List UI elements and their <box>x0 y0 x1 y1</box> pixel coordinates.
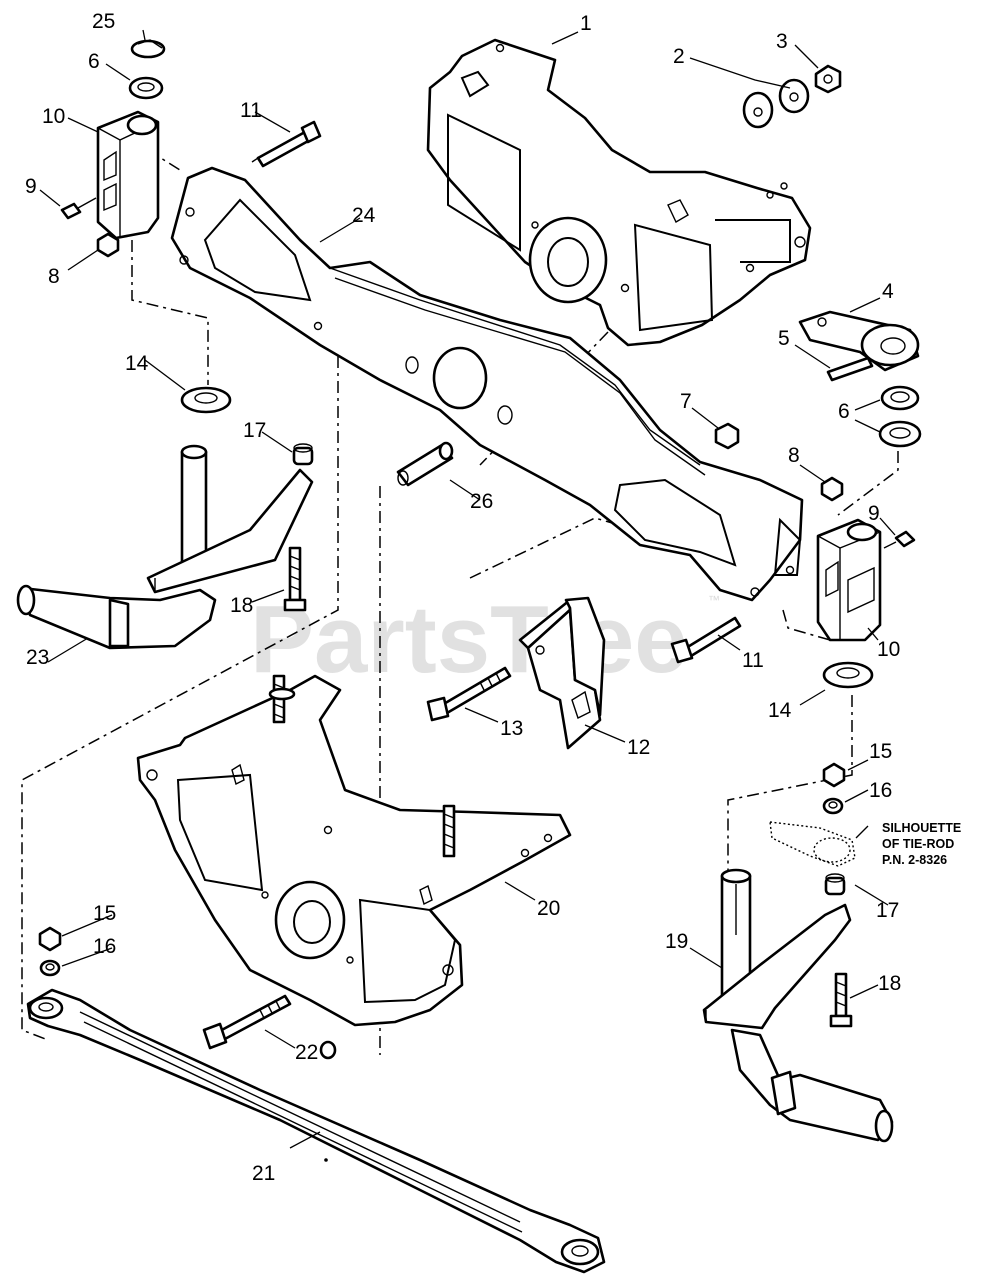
part-nut-15-right <box>822 762 846 788</box>
callout-11-right: 11 <box>742 649 764 672</box>
part-spindle-left <box>16 444 314 650</box>
part-bolt-9-left <box>60 197 97 220</box>
part-thrust-washer-right <box>822 661 874 689</box>
part-bolt-13 <box>426 666 512 722</box>
callout-6-left: 6 <box>88 50 100 73</box>
callout-15-right: 15 <box>869 740 892 763</box>
callout-10-right: 10 <box>877 638 900 661</box>
callout-26: 26 <box>470 490 493 513</box>
part-nut-15-left <box>38 926 62 952</box>
part-bolt-18-right <box>829 972 853 1028</box>
silhouette-note-line-1: SILHOUETTE <box>882 821 961 835</box>
callout-14-left: 14 <box>125 352 149 375</box>
part-tie-rod <box>26 988 606 1274</box>
part-washers <box>742 78 810 129</box>
part-washer-6-right <box>878 385 922 448</box>
callout-15-left: 15 <box>93 902 116 925</box>
part-roll-pin <box>826 356 874 382</box>
callout-7: 7 <box>680 390 692 413</box>
part-nut-7 <box>714 422 740 450</box>
silhouette-note: SILHOUETTE OF TIE-ROD P.N. 2-8326 <box>882 821 961 867</box>
part-frame-bracket-upper <box>426 38 812 347</box>
part-bolt-18-left <box>283 546 307 612</box>
leader-lines <box>39 29 896 1149</box>
silhouette-note-line-3: P.N. 2-8326 <box>882 853 947 867</box>
callout-5: 5 <box>778 327 790 350</box>
part-mounting-bracket <box>518 596 606 750</box>
watermark: PartsTree <box>250 586 688 693</box>
part-bushing-17-left <box>292 443 314 466</box>
part-clip-25 <box>130 39 166 59</box>
callout-22: 22 <box>295 1041 318 1064</box>
part-nut <box>814 64 842 94</box>
callout-13: 13 <box>500 717 523 740</box>
part-spindle-right <box>702 868 894 1143</box>
callout-24: 24 <box>352 204 376 227</box>
part-nut-8-left <box>96 232 120 258</box>
part-washer-6-left <box>128 76 164 100</box>
callout-21: 21 <box>252 1162 275 1185</box>
part-bolt-11-left <box>251 120 322 168</box>
part-frame-bracket-lower <box>136 674 572 1027</box>
part-spindle-bracket-left <box>96 110 160 240</box>
part-studs <box>268 674 456 858</box>
callout-17-right: 17 <box>876 899 899 922</box>
callout-20: 20 <box>537 897 560 920</box>
callout-14-right: 14 <box>768 699 792 722</box>
callout-18-left: 18 <box>230 594 253 617</box>
part-bolt-11-right <box>670 616 742 664</box>
part-bolt-9-right <box>883 530 916 549</box>
part-washer-16-right <box>822 797 844 815</box>
callout-6-right: 6 <box>838 400 850 423</box>
callout-23: 23 <box>26 646 49 669</box>
callout-8-right: 8 <box>788 444 800 467</box>
callout-18-right: 18 <box>878 972 901 995</box>
part-steering-arm <box>798 310 920 372</box>
callout-2: 2 <box>673 45 685 68</box>
callout-10-left: 10 <box>42 105 65 128</box>
watermark-trademark: ™ <box>708 593 720 607</box>
part-washer-16-left <box>39 959 61 977</box>
part-bushing-17-right <box>824 873 846 896</box>
part-front-axle <box>170 166 804 602</box>
silhouette-note-line-2: OF TIE-ROD <box>882 837 954 851</box>
part-bolt-22 <box>202 994 337 1060</box>
tie-rod-silhouette <box>769 821 856 867</box>
callout-9-right: 9 <box>868 502 880 525</box>
callout-17-left: 17 <box>243 419 266 442</box>
part-pivot-tube <box>396 441 454 487</box>
callout-16-right: 16 <box>869 779 892 802</box>
callout-25: 25 <box>92 10 115 33</box>
callout-9-left: 9 <box>25 175 37 198</box>
callout-3: 3 <box>776 30 788 53</box>
callout-16-left: 16 <box>93 935 116 958</box>
part-spindle-bracket-right <box>816 518 882 642</box>
part-nut-8-right <box>820 476 844 502</box>
callout-12: 12 <box>627 736 650 759</box>
callout-1: 1 <box>580 12 592 35</box>
callout-11-left: 11 <box>240 99 262 122</box>
part-thrust-washer-left <box>180 386 232 414</box>
callout-19: 19 <box>665 930 688 953</box>
callout-8-left: 8 <box>48 265 60 288</box>
callout-4: 4 <box>882 280 894 303</box>
callout-labels: 1 2 3 4 5 6 6 7 8 8 9 9 10 10 11 11 12 1… <box>25 10 901 1185</box>
